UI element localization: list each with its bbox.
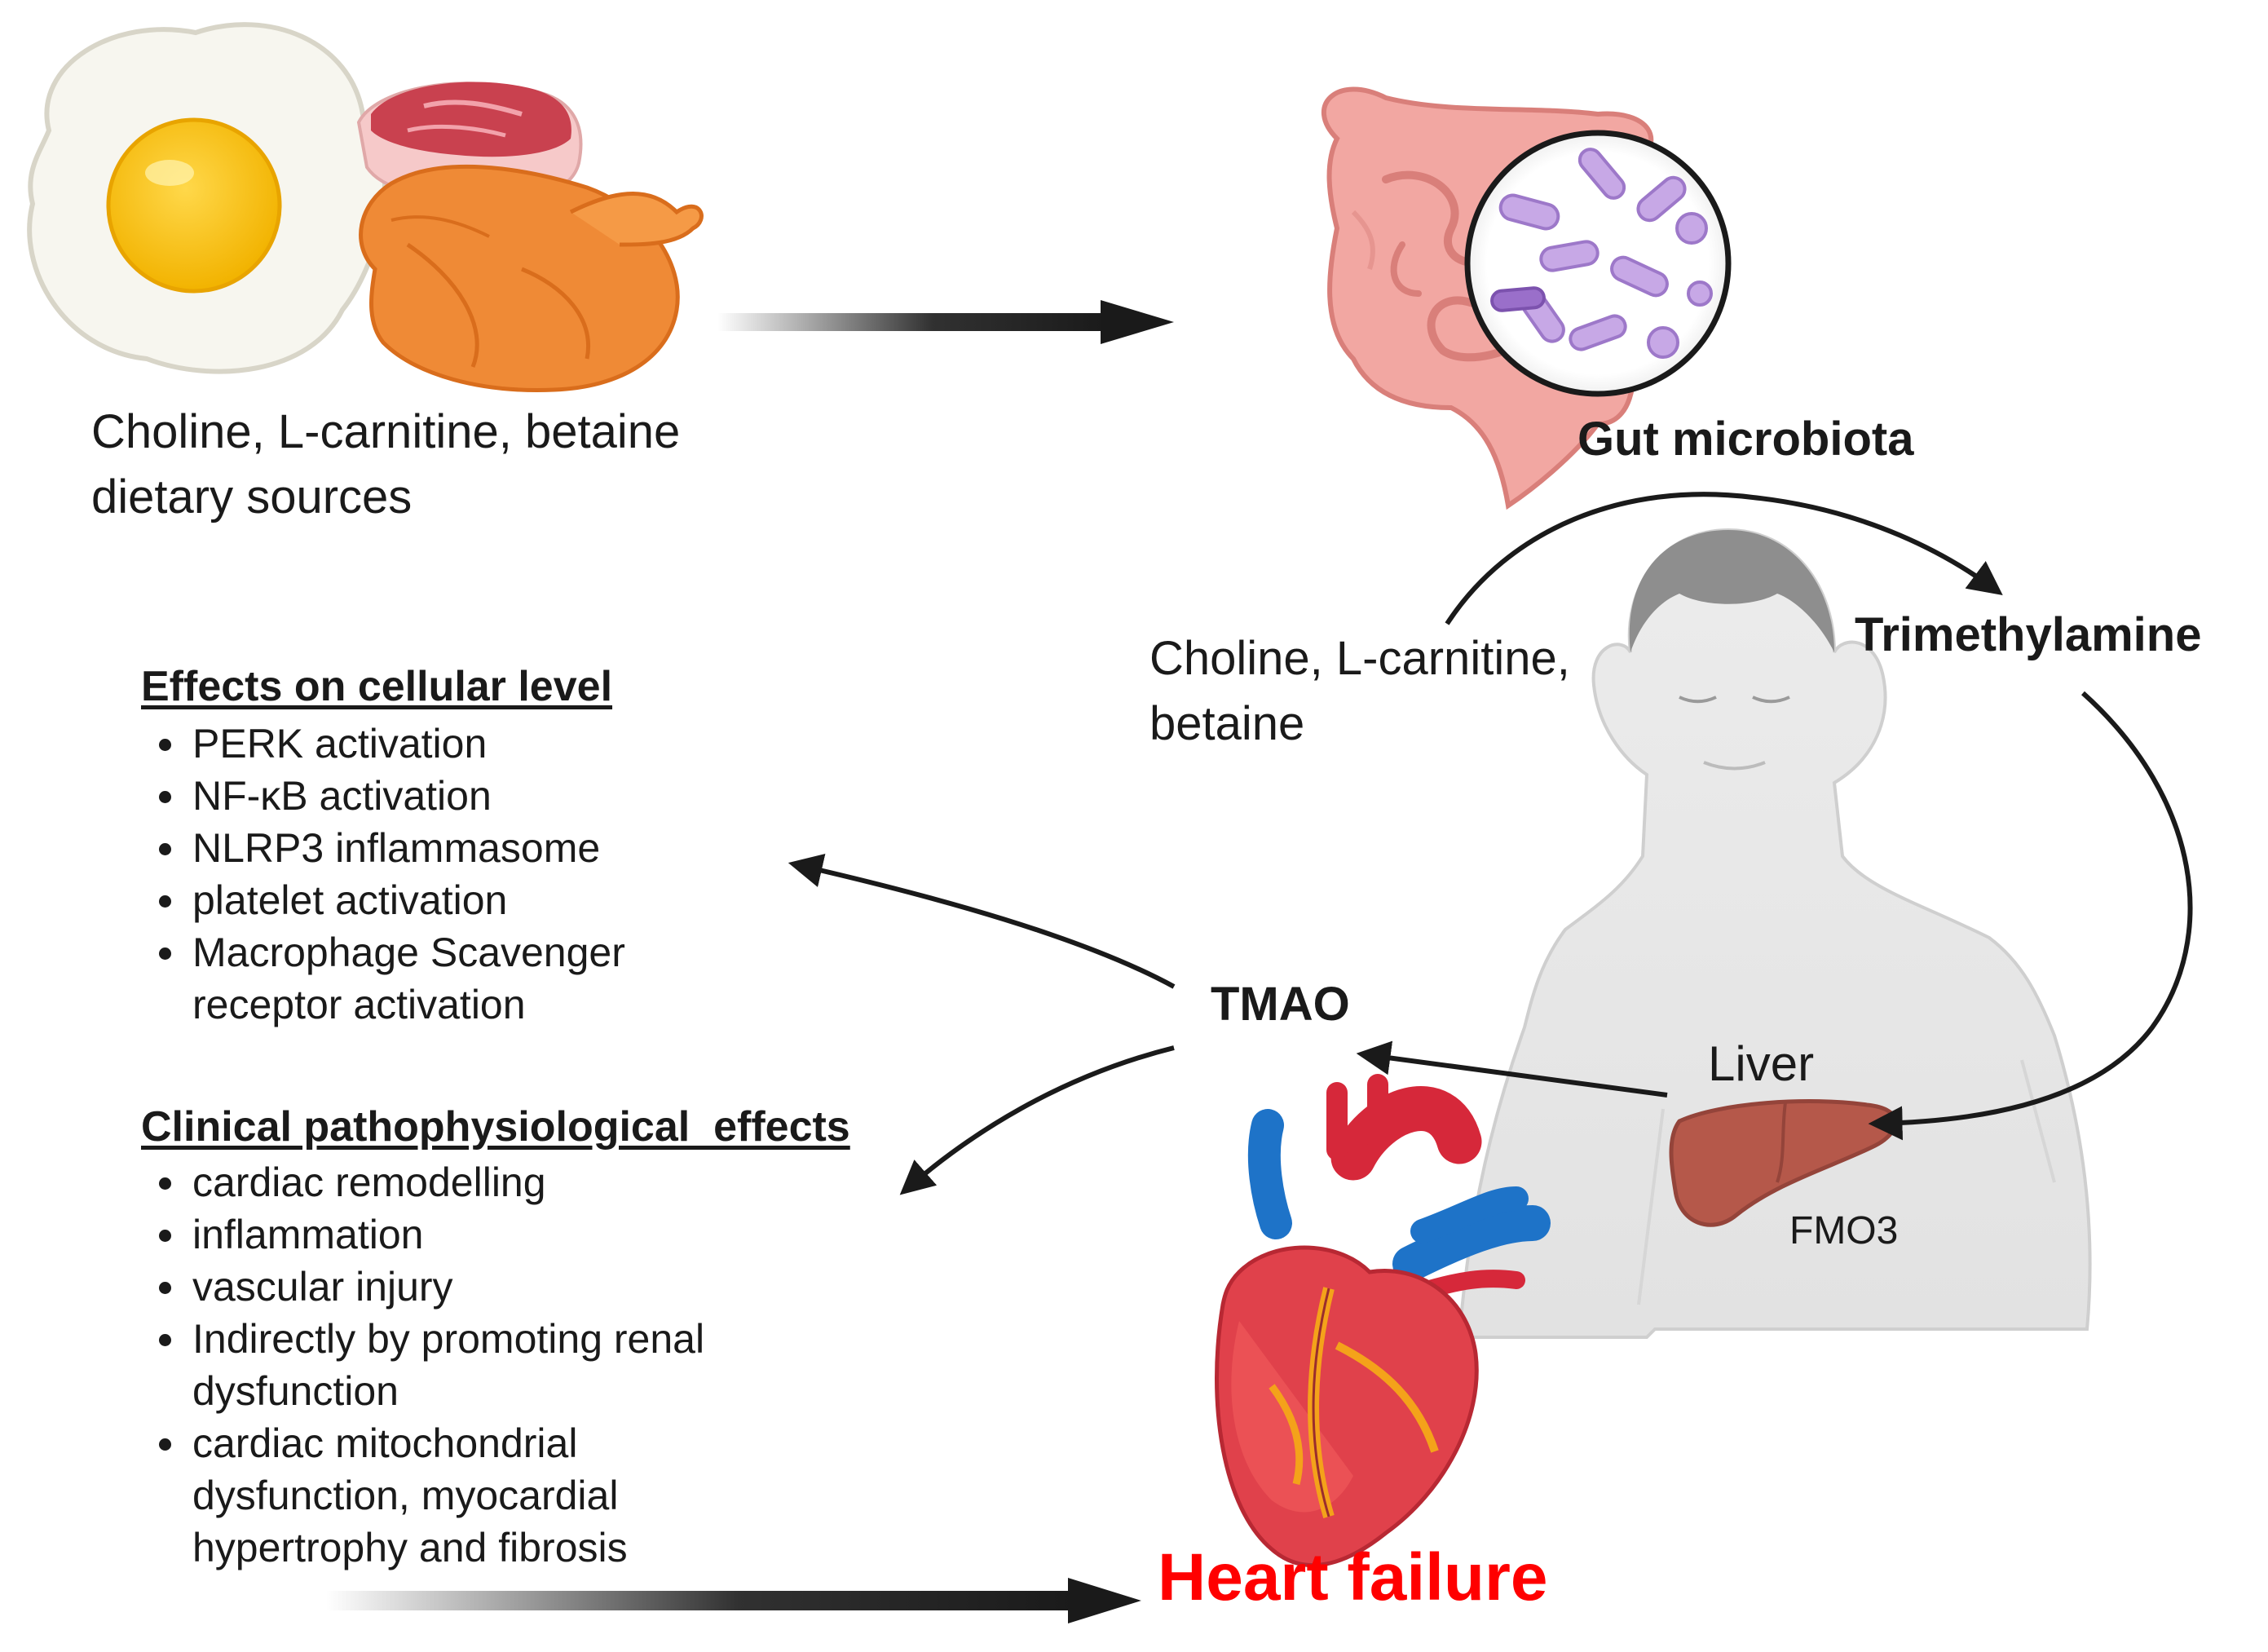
list-item: Indirectly by promoting renal dysfunctio… [189,1313,704,1417]
microbiota-magnifier-icon [1464,130,1732,397]
chicken-icon [359,164,704,392]
list-item: platelet activation [189,874,625,926]
dietary-sources-label: Choline, L-carnitine, betaine dietary so… [91,405,681,523]
cellular-effects-heading: Effects on cellular level [141,663,613,710]
clinical-effects-heading: Clinical pathophysiological effects [141,1103,850,1151]
precursors-label: Choline, L-carnitine, betaine [1149,632,1570,750]
heart-failure-label: Heart failure [1158,1540,1548,1614]
list-item: cardiac mitochondrial dysfunction, myoca… [189,1417,704,1574]
trimethylamine-label: Trimethylamine [1855,608,2202,661]
arrow-diet-to-gut [717,300,1174,344]
arrow-tmao-to-clinical-effects [899,1045,1175,1195]
arrow-trimethylamine-to-liver [1868,691,2193,1141]
liver-icon [1669,1099,1898,1227]
list-item: NLRP3 inflammasome [189,822,625,874]
arrow-tmao-to-cellular-effects [788,854,1176,989]
arrow-liver-to-tmao [1356,1040,1668,1098]
cellular-effects-list: PERK activation NF-κB activation NLRP3 i… [95,718,625,1031]
heart-icon [1215,1074,1551,1568]
tmao-label: TMAO [1211,978,1350,1031]
list-item: NF-κB activation [189,770,625,822]
list-item: Macrophage Scavenger receptor activation [189,926,625,1031]
clinical-effects-list: cardiac remodelling inflammation vascula… [95,1156,704,1574]
list-item: PERK activation [189,718,625,770]
arrow-precursors-to-trimethylamine [1445,492,2003,625]
list-item: inflammation [189,1208,704,1261]
gut-microbiota-label: Gut microbiota [1577,413,1914,466]
fmo3-label: FMO3 [1789,1209,1899,1252]
egg-icon [27,22,387,374]
liver-label: Liver [1708,1036,1815,1091]
arrow-clinical-to-heart-failure [326,1578,1141,1623]
list-item: cardiac remodelling [189,1156,704,1208]
list-item: vascular injury [189,1261,704,1313]
